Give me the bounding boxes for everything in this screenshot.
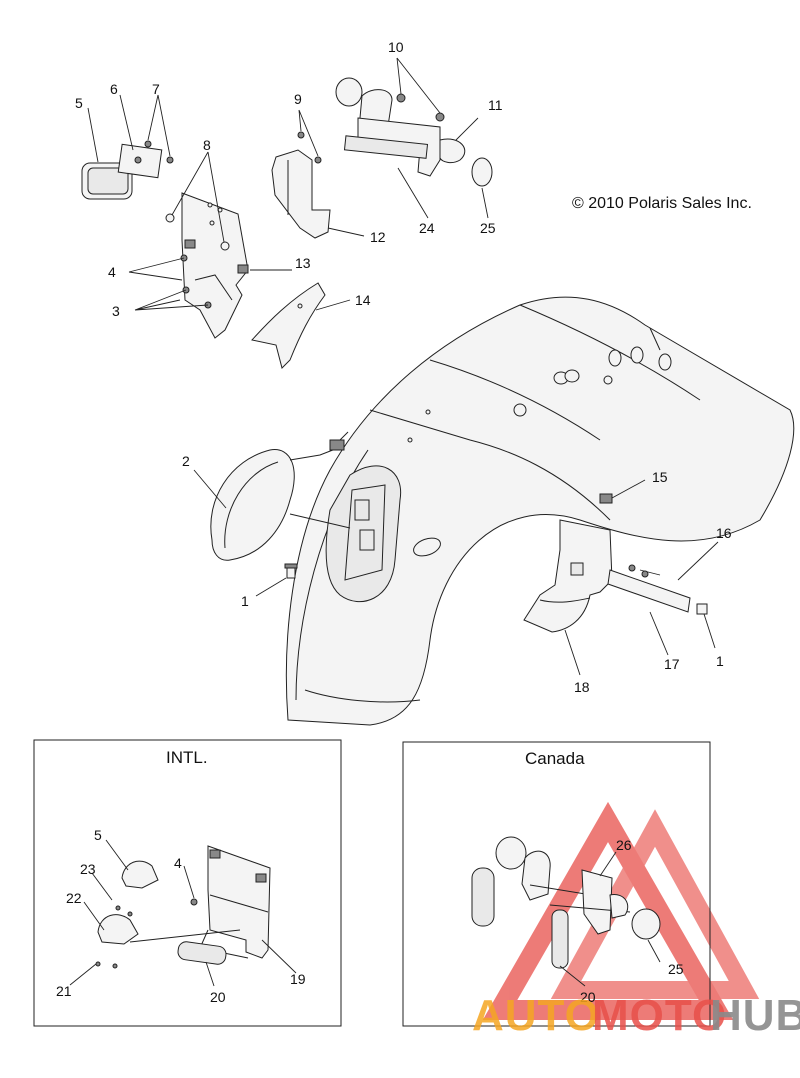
intl-callout-23: 23 xyxy=(80,861,96,877)
watermark-moto: MOTO xyxy=(592,991,727,1040)
callout-10: 10 xyxy=(388,39,404,55)
watermark-hub: HUB xyxy=(710,991,800,1040)
callout-5: 5 xyxy=(75,95,83,111)
callout-4: 4 xyxy=(108,264,116,280)
callout-1b: 1 xyxy=(716,653,724,669)
license-bracket-part-8 xyxy=(165,192,249,339)
callout-8: 8 xyxy=(203,137,211,153)
callout-1a: 1 xyxy=(241,593,249,609)
callout-2: 2 xyxy=(182,453,190,469)
callout-6: 6 xyxy=(110,81,118,97)
canada-callout-26: 26 xyxy=(616,837,632,853)
intl-inset-box: INTL. 5 23 22 4 19 20 21 xyxy=(33,739,342,1027)
intl-callout-4: 4 xyxy=(174,855,182,871)
canada-callout-20: 20 xyxy=(580,989,596,1005)
callout-17: 17 xyxy=(664,656,680,672)
license-lamp-group xyxy=(81,140,174,200)
taillight-assembly xyxy=(210,431,351,561)
callout-12: 12 xyxy=(370,229,386,245)
callout-9: 9 xyxy=(294,91,302,107)
plate-holder-group xyxy=(335,77,493,187)
copyright-text: © 2010 Polaris Sales Inc. xyxy=(572,195,752,212)
canada-box-title: Canada xyxy=(525,749,585,768)
callout-11: 11 xyxy=(488,97,503,113)
callout-18: 18 xyxy=(574,679,590,695)
callout-labels: 5 6 7 8 9 10 11 12 13 14 24 25 4 3 2 1 1… xyxy=(75,39,732,695)
intl-callout-20: 20 xyxy=(210,989,226,1005)
right-side-parts xyxy=(523,493,708,633)
rear-fender xyxy=(285,296,795,726)
callout-14: 14 xyxy=(355,292,371,308)
callout-leaders xyxy=(87,57,719,676)
callout-16: 16 xyxy=(716,525,732,541)
watermark-text: AUTO MOTO HUB xyxy=(472,991,800,1040)
canada-callout-25: 25 xyxy=(668,961,684,977)
intl-callout-5: 5 xyxy=(94,827,102,843)
intl-callout-19: 19 xyxy=(290,971,306,987)
callout-3: 3 xyxy=(112,303,120,319)
intl-callout-22: 22 xyxy=(66,890,82,906)
callout-7: 7 xyxy=(152,81,160,97)
canada-inset-box: Canada 26 25 20 xyxy=(402,741,711,1027)
bracket-part-14 xyxy=(251,282,326,369)
bracket-part-12 xyxy=(271,131,331,239)
bolt-part-1a xyxy=(284,563,298,579)
intl-box-title: INTL. xyxy=(166,748,208,767)
intl-callout-21: 21 xyxy=(56,983,72,999)
callout-24: 24 xyxy=(419,220,435,236)
callout-15: 15 xyxy=(652,469,668,485)
callout-25: 25 xyxy=(480,220,496,236)
watermark-auto: AUTO xyxy=(472,991,600,1040)
callout-13: 13 xyxy=(295,255,311,271)
